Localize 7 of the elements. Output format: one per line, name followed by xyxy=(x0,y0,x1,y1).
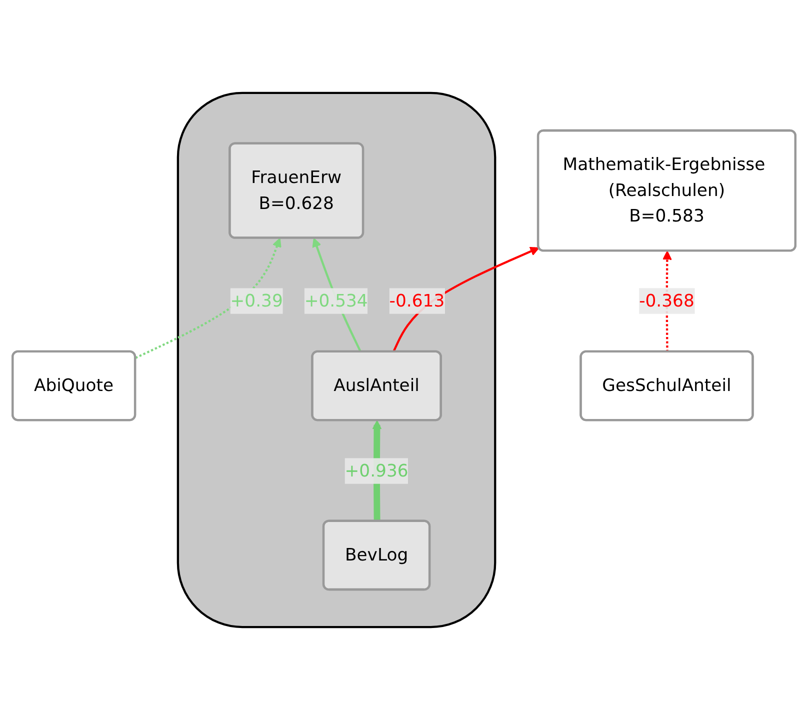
arrow xyxy=(135,238,282,359)
edge-label: +0.39 xyxy=(230,290,283,311)
edge-label: -0.613 xyxy=(389,290,445,311)
edge-label: +0.936 xyxy=(344,460,408,481)
edge-label: -0.368 xyxy=(639,290,694,311)
cluster xyxy=(176,92,496,628)
edge-label: +0.534 xyxy=(304,290,368,311)
